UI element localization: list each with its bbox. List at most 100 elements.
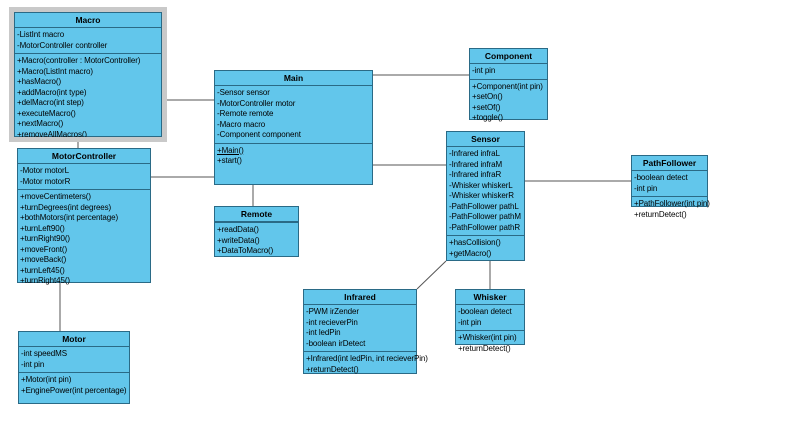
class-attributes-motorcontroller: -Motor motorL-Motor motorR [18,164,150,190]
class-operations-whisker: +Whisker(int pin)+returnDetect() [456,331,524,356]
class-attributes-main: -Sensor sensor-MotorController motor-Rem… [215,86,372,144]
uml-class-main[interactable]: Main-Sensor sensor-MotorController motor… [214,70,373,185]
operation: +moveFront() [20,244,68,254]
class-operations-pathfollower: +PathFollower(int pin)+returnDetect() [632,197,710,222]
operation: +readData() [217,225,259,234]
attribute: -Whisker whiskerR [449,191,514,200]
class-name-sensor: Sensor [447,132,524,147]
operation: +DataToMacro() [217,246,274,255]
uml-class-infrared[interactable]: Infrared-PWM irZender-int recieverPin-in… [303,289,428,377]
operation: +Motor(int pin) [21,375,72,384]
attribute: -int speedMS [21,349,67,358]
operation: +executeMacro() [17,108,76,118]
attribute: -Macro macro [217,119,266,129]
class-attributes-sensor: -Infrared infraL-Infrared infraM-Infrare… [447,147,524,236]
attribute: -boolean detect [458,307,512,316]
class-name-component: Component [470,49,547,64]
attribute: -MotorController motor [217,98,296,108]
attribute: -Infrared infraL [449,149,500,158]
attribute: -Component component [217,130,301,139]
operation: +bothMotors(int percentage) [20,213,119,222]
operation: +turnRight45() [20,276,70,285]
attribute: -MotorController controller [17,40,108,50]
attribute: -int pin [472,66,496,75]
uml-class-component[interactable]: Component-int pin+Component(int pin)+set… [469,48,548,122]
attribute: -PWM irZender [306,307,359,316]
association-edge-sensor-infrared[interactable] [416,260,447,290]
attribute: -int pin [634,183,658,193]
operation: +turnRight90() [20,234,70,243]
attribute: -boolean detect [634,173,688,182]
uml-class-remote[interactable]: Remote+readData()+writeData()+DataToMacr… [214,206,299,257]
class-attributes-macro: -ListInt macro-MotorController controlle… [15,28,161,54]
operation: +toggle() [472,113,503,122]
class-name-motor: Motor [19,332,129,347]
class-attributes-infrared: -PWM irZender-int recieverPin-int ledPin… [304,305,416,352]
operation: +hasCollision() [449,238,501,247]
class-attributes-motor: -int speedMS-int pin [19,347,129,373]
attribute: -Sensor sensor [217,88,270,97]
uml-class-whisker[interactable]: Whisker-boolean detect-int pin+Whisker(i… [455,289,525,353]
class-name-whisker: Whisker [456,290,524,305]
class-name-remote: Remote [215,207,298,222]
attribute: -Infrared infraR [449,170,502,179]
uml-class-sensor[interactable]: Sensor-Infrared infraL-Infrared infraM-I… [446,131,525,261]
uml-class-motorcontroller[interactable]: MotorController-Motor motorL-Motor motor… [17,148,151,285]
operation: +returnDetect() [458,343,511,353]
operation: +PathFollower(int pin) [634,199,710,208]
class-operations-macro: +Macro(controller : MotorController)+Mac… [15,54,161,142]
operation: +Whisker(int pin) [458,333,517,342]
class-name-pathfollower: PathFollower [632,156,707,171]
uml-class-pathfollower[interactable]: PathFollower-boolean detect-int pin+Path… [631,155,710,219]
operation: +nextMacro() [17,119,64,128]
operation: +turnDegrees(int degrees) [20,202,112,212]
operation: +EnginePower(int percentage) [21,385,127,395]
class-attributes-component: -int pin [470,64,547,80]
uml-class-motor[interactable]: Motor-int speedMS-int pin+Motor(int pin)… [18,331,130,404]
operation: +start() [217,156,242,165]
attribute: -PathFollower pathL [449,201,519,211]
operation: +moveCentimeters() [20,192,91,201]
class-name-main: Main [215,71,372,86]
operation: +Component(int pin) [472,81,543,91]
operation: +writeData() [217,235,260,245]
class-operations-main: +Main()+start() [215,144,372,169]
attribute: -boolean irDetect [306,338,366,348]
class-operations-sensor: +hasCollision()+getMacro() [447,236,524,261]
attribute: -int pin [21,359,45,369]
attribute: -PathFollower pathM [449,212,521,221]
attribute: -ListInt macro [17,30,65,39]
attribute: -PathFollower pathR [449,222,521,232]
class-operations-component: +Component(int pin)+setOn()+setOf()+togg… [470,80,547,126]
uml-class-macro[interactable]: Macro-ListInt macro-MotorController cont… [9,7,167,142]
class-operations-motorcontroller: +moveCentimeters()+turnDegrees(int degre… [18,190,150,289]
class-attributes-pathfollower: -boolean detect-int pin [632,171,707,197]
class-attributes-whisker: -boolean detect-int pin [456,305,524,331]
class-name-macro: Macro [15,13,161,28]
operation: +Macro(ListInt macro) [17,66,93,76]
class-operations-remote: +readData()+writeData()+DataToMacro() [215,223,298,259]
class-attributes-remote [215,222,298,223]
operation: +hasMacro() [17,77,62,86]
attribute: -int pin [458,317,482,327]
operation: +setOn() [472,92,503,101]
operation: +delMacro(int step) [17,98,84,107]
attribute: -Whisker whiskerL [449,180,513,190]
operation: +moveBack() [20,255,67,264]
attribute: -int ledPin [306,328,341,337]
operation: +turnLeft90() [20,223,65,233]
operation: +Infrared(int ledPin, int recieverPin) [306,354,428,363]
attribute: -Motor motorR [20,176,71,186]
operation: +addMacro(int type) [17,87,87,97]
attribute: -Motor motorL [20,166,69,175]
attribute: -int recieverPin [306,317,358,327]
class-name-infrared: Infrared [304,290,416,305]
operation: +turnLeft45() [20,265,65,275]
class-operations-infrared: +Infrared(int ledPin, int recieverPin)+r… [304,352,428,377]
operation: +returnDetect() [634,209,687,219]
operation: +Main() [217,145,244,155]
class-name-motorcontroller: MotorController [18,149,150,164]
operation: +returnDetect() [306,364,359,374]
operation: +setOf() [472,102,501,112]
